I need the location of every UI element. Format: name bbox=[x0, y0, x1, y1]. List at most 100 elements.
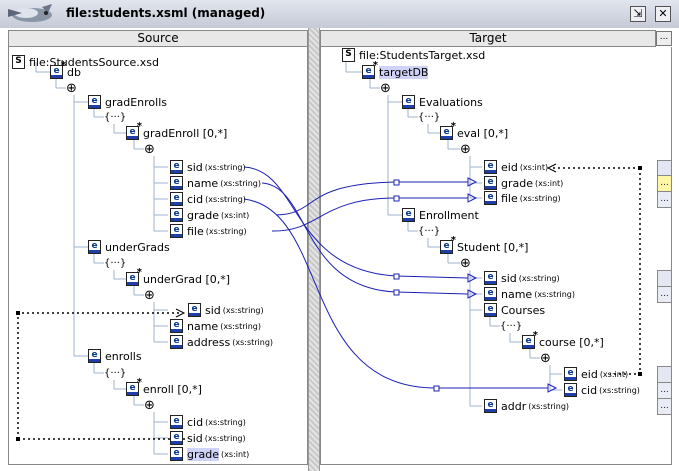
tree-node-name[interactable]: e name(xs:string) bbox=[170, 176, 261, 190]
tree-node-sequence[interactable]: ⊕ bbox=[144, 288, 155, 303]
tree-node-sequence[interactable]: ⊕ bbox=[66, 80, 77, 96]
tree-node-target-root[interactable]: S file:StudentsTarget.xsd bbox=[342, 48, 485, 62]
tree-node-sid[interactable]: e sid(xs:string) bbox=[188, 303, 264, 317]
tree-node-addr[interactable]: e addr(xs:string) bbox=[484, 399, 569, 413]
element-icon: e bbox=[484, 303, 497, 317]
element-icon: e bbox=[170, 208, 183, 222]
tree-node-source-root[interactable]: S file:StudentsSource.xsd bbox=[12, 55, 159, 69]
tree-node-cid[interactable]: e cid(xs:string) bbox=[170, 415, 246, 429]
element-icon: e bbox=[484, 176, 497, 190]
element-icon: e bbox=[440, 121, 456, 140]
function-button[interactable]: ... bbox=[657, 382, 672, 399]
tree-node-sequence[interactable]: ⊕ bbox=[144, 397, 155, 413]
mapping-canvas bbox=[0, 28, 679, 471]
group-icon: {···} bbox=[500, 320, 523, 332]
restore-button[interactable]: ⇲ bbox=[630, 6, 646, 22]
sequence-icon: ⊕ bbox=[460, 255, 471, 271]
element-icon: e bbox=[402, 95, 415, 109]
tree-node-group[interactable]: {···} bbox=[104, 256, 126, 270]
close-icon: ✕ bbox=[658, 7, 668, 20]
element-icon: e bbox=[170, 447, 183, 461]
element-icon: e bbox=[170, 319, 183, 333]
target-menu-button[interactable]: ... bbox=[656, 31, 672, 46]
tree-node-grade[interactable]: e grade(xs:int) bbox=[484, 176, 563, 190]
tree-node-sid[interactable]: e sid(xs:string) bbox=[170, 431, 246, 445]
close-button[interactable]: ✕ bbox=[655, 6, 671, 22]
target-panel bbox=[320, 47, 672, 465]
sequence-icon: ⊕ bbox=[144, 397, 155, 413]
tree-node-name[interactable]: e name(xs:string) bbox=[484, 287, 575, 301]
schema-icon: S bbox=[342, 48, 355, 62]
schema-icon: S bbox=[12, 55, 25, 69]
function-slot-button[interactable] bbox=[657, 366, 672, 383]
tree-node-cid[interactable]: e cid(xs:string) bbox=[170, 192, 246, 206]
sequence-icon: ⊕ bbox=[460, 141, 471, 157]
target-panel-header: Target bbox=[320, 30, 656, 47]
element-icon: e bbox=[484, 160, 497, 174]
tree-node-sequence[interactable]: ⊕ bbox=[540, 351, 551, 366]
element-icon: e bbox=[362, 60, 378, 79]
element-icon: e bbox=[484, 271, 497, 285]
sequence-icon: ⊕ bbox=[144, 141, 155, 157]
tree-node-cid[interactable]: e cid(xs:string) bbox=[564, 383, 640, 397]
function-button[interactable]: ... bbox=[657, 191, 672, 208]
element-icon: e bbox=[170, 192, 183, 206]
tree-node-group[interactable]: {···} bbox=[104, 110, 126, 124]
function-button[interactable]: ... bbox=[657, 286, 672, 303]
tree-node-sequence[interactable]: ⊕ bbox=[460, 141, 471, 157]
tree-node-enroll[interactable]: e enroll [0,*] bbox=[126, 377, 202, 396]
function-button[interactable]: ... bbox=[657, 398, 672, 415]
tree-node-group[interactable]: {···} bbox=[418, 110, 440, 124]
element-icon: e bbox=[170, 431, 183, 445]
element-icon: e bbox=[126, 121, 142, 140]
tree-node-file[interactable]: e file(xs:string) bbox=[484, 191, 561, 205]
tree-node-group[interactable]: {···} bbox=[418, 224, 440, 238]
tree-node-sequence[interactable]: ⊕ bbox=[144, 141, 155, 157]
group-icon: {···} bbox=[418, 225, 441, 237]
element-icon: e bbox=[126, 377, 142, 396]
tree-node-Student[interactable]: e Student [0,*] bbox=[440, 235, 528, 254]
group-icon: {···} bbox=[104, 111, 127, 123]
tree-node-Courses[interactable]: e Courses bbox=[484, 303, 545, 317]
tree-node-eid[interactable]: e eid(xs:int) bbox=[484, 160, 548, 174]
element-icon: e bbox=[484, 287, 497, 301]
tree-node-group[interactable]: {···} bbox=[500, 319, 522, 333]
tree-node-sid[interactable]: e sid(xs:string) bbox=[170, 160, 246, 174]
tree-node-gradEnrolls[interactable]: e gradEnrolls bbox=[88, 95, 167, 109]
panel-splitter[interactable] bbox=[308, 28, 320, 471]
tree-node-sequence[interactable]: ⊕ bbox=[380, 81, 391, 96]
tree-node-underGrad[interactable]: e underGrad [0,*] bbox=[126, 267, 230, 286]
function-slot-button[interactable] bbox=[657, 270, 672, 287]
tree-node-targetDB[interactable]: e targetDB bbox=[362, 60, 429, 79]
tree-node-grade[interactable]: e grade(xs:int) bbox=[170, 447, 249, 461]
tree-node-db[interactable]: e db bbox=[50, 60, 81, 79]
element-icon: e bbox=[170, 335, 183, 349]
sequence-icon: ⊕ bbox=[66, 80, 77, 96]
tree-node-grade[interactable]: e grade(xs:int) bbox=[170, 208, 249, 222]
element-icon: e bbox=[50, 60, 66, 79]
tree-node-name[interactable]: e name(xs:string) bbox=[170, 319, 261, 333]
tree-node-eval[interactable]: e eval [0,*] bbox=[440, 121, 508, 140]
tree-node-gradEnroll[interactable]: e gradEnroll [0,*] bbox=[126, 121, 227, 140]
function-button[interactable]: ... bbox=[657, 175, 672, 192]
app-logo-icon bbox=[8, 4, 52, 22]
tree-node-eid[interactable]: e eid(xs:int) bbox=[564, 367, 628, 381]
element-icon: e bbox=[564, 367, 577, 381]
tree-node-sid[interactable]: e sid(xs:string) bbox=[484, 271, 560, 285]
window-title: file:students.xsml (managed) bbox=[66, 6, 266, 20]
element-icon: e bbox=[126, 267, 142, 286]
source-panel bbox=[8, 47, 308, 465]
title-bar: file:students.xsml (managed) ⇲ ✕ bbox=[0, 0, 679, 29]
tree-node-address[interactable]: e address(xs:string) bbox=[170, 335, 273, 349]
element-icon: e bbox=[440, 235, 456, 254]
tree-node-file[interactable]: e file(xs:string) bbox=[170, 224, 247, 238]
tree-node-Enrollment[interactable]: e Enrollment bbox=[402, 208, 479, 222]
tree-node-sequence[interactable]: ⊕ bbox=[460, 255, 471, 271]
tree-node-course[interactable]: e course [0,*] bbox=[522, 330, 604, 349]
tree-node-group[interactable]: {···} bbox=[104, 366, 126, 380]
tree-node-enrolls[interactable]: e enrolls bbox=[88, 349, 142, 363]
tree-node-underGrads[interactable]: e underGrads bbox=[88, 240, 170, 254]
element-icon: e bbox=[484, 399, 497, 413]
tree-node-Evaluations[interactable]: e Evaluations bbox=[402, 95, 483, 109]
